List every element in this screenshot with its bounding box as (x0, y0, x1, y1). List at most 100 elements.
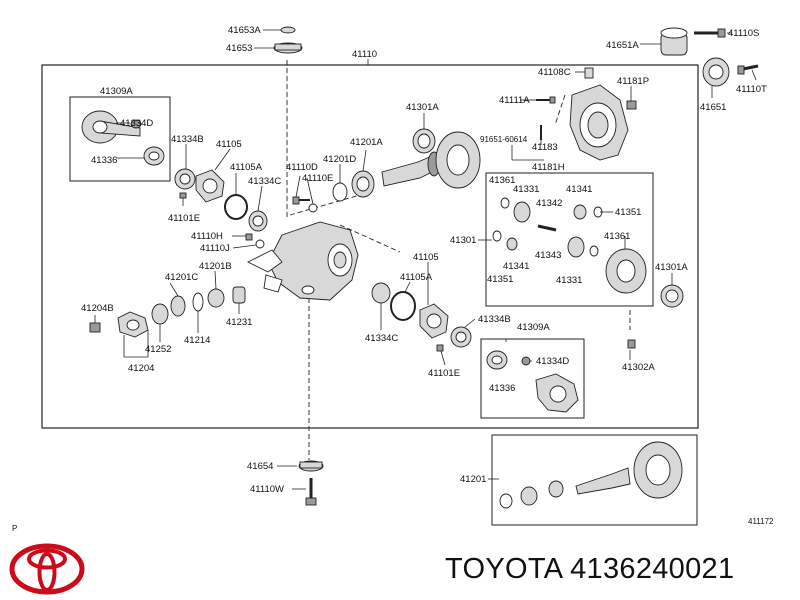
label-41105a-bottom: 41105A (400, 272, 433, 283)
part-drive-pinion (381, 151, 441, 187)
label-41231: 41231 (226, 317, 252, 328)
part-41252-seal (151, 303, 169, 325)
part-41111a-bolt (536, 96, 556, 104)
label-41334c-top: 41334C (248, 176, 281, 187)
part-41341-pinion-b (506, 237, 518, 251)
part-41334b-bearing-bottom (450, 326, 472, 348)
part-41110j-washer (255, 239, 265, 249)
part-41351-washer-b (492, 230, 502, 242)
subgroup-box-41309a-top (69, 96, 171, 182)
part-rear-cover (569, 84, 629, 161)
part-41651a-cushion (660, 27, 688, 56)
part-41361-washer-b (589, 245, 599, 257)
part-41110s-bolt (694, 28, 726, 38)
part-41301a-bearing-top (412, 128, 436, 154)
label-41110d: 41110D (286, 162, 318, 173)
label-41301: 41301 (450, 235, 476, 246)
part-41341-pinion-a (573, 204, 587, 220)
label-41201a: 41201A (350, 137, 383, 148)
label-41361-b: 41361 (604, 231, 630, 242)
label-41201: 41201 (460, 474, 486, 485)
label-41214: 41214 (184, 335, 210, 346)
part-41342-shaft (537, 224, 557, 232)
label-41331-a: 41331 (513, 184, 539, 195)
part-41201b-bearing (207, 288, 225, 308)
label-41105-top: 41105 (216, 139, 242, 150)
label-91651-60614: 91651-60614 (480, 135, 528, 144)
part-41331-side-gear-b (567, 236, 585, 258)
leader-lines (94, 29, 757, 490)
label-41111a: 41111A (499, 95, 530, 106)
exploded-parts-diagram: 41653A 41653 41110 41651A 41110S 41108C … (12, 25, 774, 533)
part-41231-spacer (232, 286, 246, 304)
label-41654: 41654 (247, 461, 273, 472)
figure-number: 411172 (748, 517, 774, 526)
page-marker: P (12, 524, 17, 533)
part-41201-nut (499, 493, 513, 509)
part-41309a-flange-bottom (535, 373, 579, 413)
part-41110e-washer (308, 203, 318, 213)
part-41110d-bolt (292, 196, 310, 205)
toyota-logo-icon (9, 543, 85, 595)
label-41351-b: 41351 (487, 274, 513, 285)
part-41334d-nut (130, 119, 142, 129)
label-41334d-bottom: 41334D (536, 356, 569, 367)
label-41108c: 41108C (538, 67, 571, 78)
part-41201-seal (520, 486, 538, 506)
part-ring-gear-top (435, 131, 481, 189)
part-41105-adjusting-nut-bottom (419, 303, 449, 339)
part-differential-case (605, 248, 647, 294)
label-41181h: 41181H (532, 162, 565, 173)
part-41214-shim (192, 292, 204, 312)
part-41334b-bearing (174, 168, 196, 190)
part-41302a-bolt (627, 339, 636, 349)
part-41108c-cap (584, 67, 594, 79)
part-41201-ring-gear (633, 441, 683, 499)
part-41105a-o-ring-bottom (390, 291, 416, 321)
part-41201c-bearing (170, 295, 186, 317)
part-41110h-bolt (245, 233, 253, 241)
label-41110w: 41110W (250, 484, 284, 495)
part-41181p-plug (626, 100, 637, 110)
part-41653a-washer (280, 26, 296, 34)
part-41654-cap (298, 460, 324, 472)
label-41361-a: 41361 (489, 175, 515, 186)
part-41651-cushion (702, 57, 730, 87)
label-41101e-bottom: 41101E (428, 368, 460, 379)
main-assembly-frame (41, 64, 699, 429)
label-41105a-top: 41105A (230, 162, 263, 173)
part-41101e-bolt-top (179, 192, 187, 199)
label-41653a: 41653A (228, 25, 261, 36)
label-41110e: 41110E (302, 173, 333, 184)
label-41341-b: 41341 (503, 261, 529, 272)
label-41105-bottom: 41105 (413, 252, 439, 263)
part-41331-side-gear-a (513, 201, 531, 223)
part-41101e-bolt-bottom (436, 344, 444, 352)
label-41201c: 41201C (165, 272, 198, 283)
label-41342: 41342 (536, 198, 562, 209)
part-41105-adjusting-nut (195, 169, 225, 203)
part-41204b-nut (89, 322, 101, 333)
label-41309a-top: 41309A (100, 86, 133, 97)
label-41309a-bottom: 41309A (517, 322, 550, 333)
part-41336-seal-bottom (486, 350, 508, 370)
label-41651: 41651 (700, 102, 726, 113)
part-41653-plug (273, 42, 303, 54)
label-41343: 41343 (535, 250, 561, 261)
label-41201d: 41201D (323, 154, 356, 165)
label-41334d-top: 41334D (120, 118, 153, 129)
label-41301a-top: 41301A (406, 102, 439, 113)
label-41651a: 41651A (606, 40, 639, 51)
label-41334b-bottom: 41334B (478, 314, 511, 325)
label-41336-bottom: 41336 (489, 383, 515, 394)
part-41361-washer-a (500, 197, 510, 209)
label-41302a: 41302A (622, 362, 655, 373)
part-41110t-bolt (737, 64, 759, 75)
label-41252: 41252 (145, 344, 171, 355)
part-41110w-bolt (305, 478, 317, 506)
part-41301a-bearing-right (660, 284, 684, 308)
part-41201-pinion (575, 467, 631, 495)
label-41341-a: 41341 (566, 184, 592, 195)
label-41101e-top: 41101E (168, 213, 200, 224)
part-41105a-o-ring (224, 194, 248, 220)
